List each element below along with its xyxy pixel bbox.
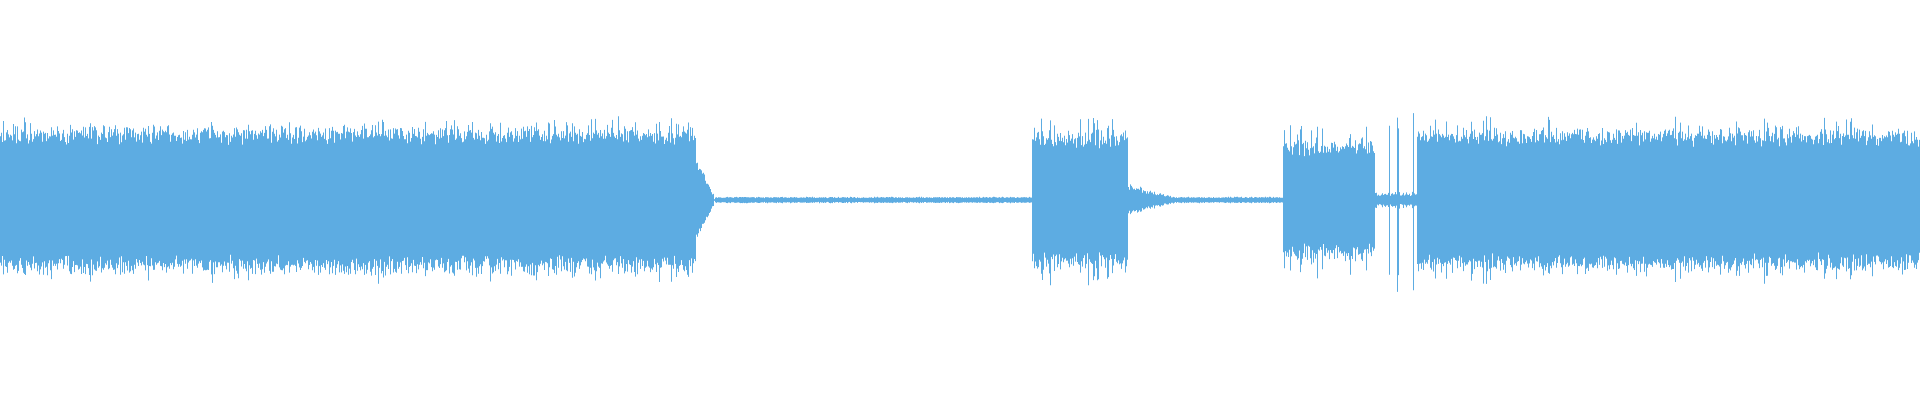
waveform-path <box>0 113 1920 292</box>
